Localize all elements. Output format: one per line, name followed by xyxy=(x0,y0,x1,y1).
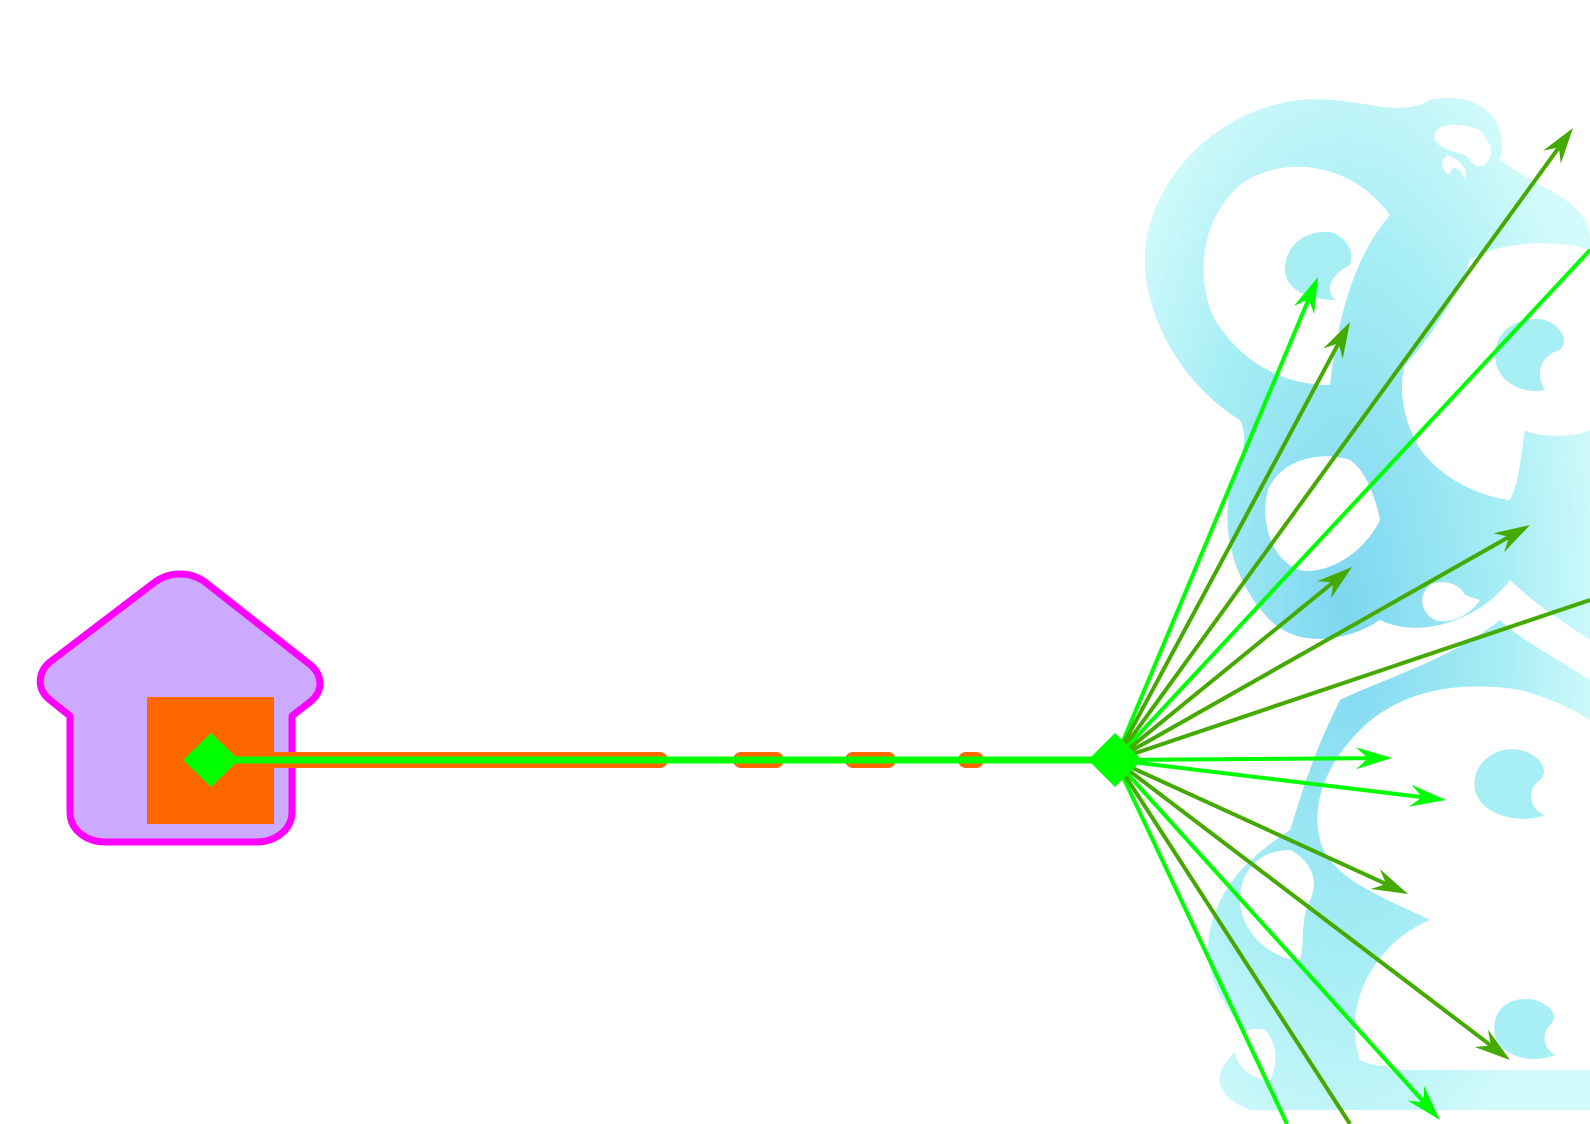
arrowhead-icon-3 xyxy=(1543,128,1573,164)
swirl-hole-2 xyxy=(1402,243,1590,500)
arrowhead-icon-8 xyxy=(1355,747,1392,770)
arrow-line-6 xyxy=(1114,530,1519,762)
swirl-cloud xyxy=(1144,98,1590,1111)
swirl-curl-7 xyxy=(1422,582,1480,622)
arrow-line-1 xyxy=(1113,289,1315,761)
arrow-line-3 xyxy=(1113,138,1567,762)
swirl-curl-5 xyxy=(1474,749,1545,819)
arrowhead-icon-9 xyxy=(1408,784,1446,807)
arrow-line-5 xyxy=(1113,574,1343,762)
arrowhead-icon-11 xyxy=(1474,1029,1510,1060)
swirl-curl-1 xyxy=(1285,231,1352,300)
swirl-curl-3 xyxy=(1434,124,1491,167)
arrowhead-icon-1 xyxy=(1293,277,1318,315)
arrow-line-14 xyxy=(1113,758,1352,1124)
arrow-line-9 xyxy=(1114,758,1433,801)
arrow-line-11 xyxy=(1113,758,1501,1054)
arrow-line-8 xyxy=(1114,756,1379,762)
arrowhead-icon-5 xyxy=(1317,567,1352,599)
arrow-line-10 xyxy=(1114,758,1397,890)
swirl-curl-6 xyxy=(1494,999,1555,1059)
arrowhead-icon-6 xyxy=(1493,525,1530,553)
arrowhead-icon-10 xyxy=(1370,869,1408,894)
hub-diamond-icon[interactable] xyxy=(1088,733,1142,787)
arrow-line-12 xyxy=(1113,758,1433,1111)
arrow-line-2 xyxy=(1113,333,1346,761)
swirl-curl-4 xyxy=(1495,319,1565,391)
start-node[interactable] xyxy=(36,570,324,846)
start-diamond-icon[interactable] xyxy=(183,733,239,787)
arrow-line-13 xyxy=(1113,759,1289,1124)
arrowhead-icon-2 xyxy=(1323,322,1350,359)
swirl-hole-6 xyxy=(1240,850,1314,960)
arrow-line-7 xyxy=(1114,598,1590,762)
swirl-hole-3 xyxy=(1265,456,1380,571)
arrow-line-4 xyxy=(1113,248,1590,762)
arrowhead-icon-12 xyxy=(1407,1085,1440,1120)
radiating-arrows xyxy=(1113,128,1590,1124)
swirl-curl-2 xyxy=(1442,155,1467,180)
